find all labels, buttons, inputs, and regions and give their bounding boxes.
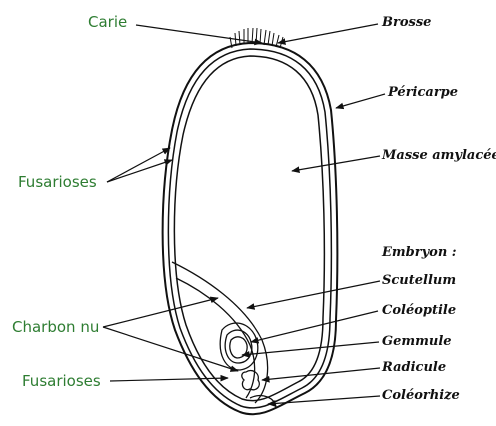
label-masse-amylacee: Masse amylacée — [382, 149, 496, 162]
radicule-shape — [242, 371, 259, 390]
label-coleoptile: Coléoptile — [382, 304, 456, 317]
label-pericarpe: Péricarpe — [388, 86, 458, 99]
grain-outline — [163, 43, 338, 414]
fusarioses-top-pointer-1 — [107, 148, 170, 182]
charbon-nu-pointer-2 — [103, 327, 238, 371]
gemmule-pointer — [242, 342, 379, 355]
label-fusarioses-bottom: Fusarioses — [22, 374, 101, 389]
label-carie: Carie — [88, 15, 127, 30]
label-gemmule: Gemmule — [382, 335, 452, 348]
coleoptile-pointer — [251, 311, 378, 342]
fusarioses-top-pointer-2 — [107, 160, 172, 182]
embryo-region — [172, 262, 276, 408]
scutellum-pointer — [247, 281, 380, 308]
label-embryon: Embryon : — [382, 246, 457, 259]
label-fusarioses-top: Fusarioses — [18, 175, 97, 190]
pericarpe-pointer — [336, 94, 385, 108]
label-brosse: Brosse — [382, 16, 431, 29]
label-scutellum: Scutellum — [382, 274, 456, 287]
grain-outer-wall — [163, 43, 338, 414]
pointer-lines — [103, 24, 385, 404]
label-coleorhize: Coléorhize — [382, 389, 460, 402]
brosse-pointer — [278, 24, 378, 43]
label-charbon-nu: Charbon nu — [12, 320, 99, 335]
label-radicule: Radicule — [382, 361, 446, 374]
fusarioses-bottom-pointer — [110, 378, 228, 381]
carie-pointer — [136, 25, 262, 43]
charbon-nu-pointer-1 — [103, 298, 218, 327]
